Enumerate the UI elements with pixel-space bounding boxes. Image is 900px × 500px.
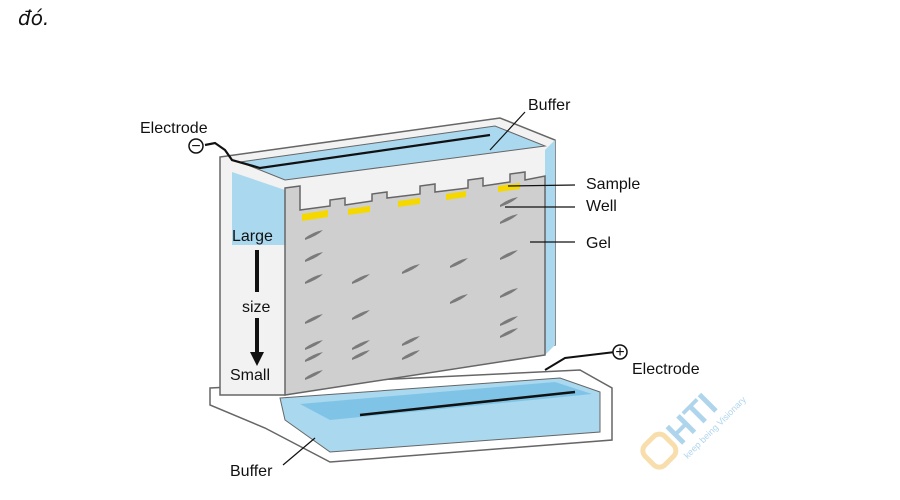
bottom-tray [209,369,613,463]
label-size: size [242,299,271,316]
positive-electrode-icon [612,344,628,360]
sample-wells [302,183,520,221]
positive-lead-wire [544,351,616,371]
label-buffer-bottom: Buffer [230,463,273,480]
size-arrow [250,250,264,366]
label-sample: Sample [586,176,640,193]
label-electrode-negative: Electrode [140,120,208,137]
label-small: Small [230,367,270,384]
minus-sign: − [191,138,200,155]
positive-electrode-wire [359,390,576,417]
label-gel: Gel [586,235,611,252]
label-electrode-positive: Electrode [632,361,700,378]
dna-bands [305,197,518,380]
label-well: Well [586,198,617,215]
plus-sign: + [615,344,624,361]
label-large: Large [232,228,273,245]
negative-electrode-icon [188,138,204,154]
callout-lines [282,111,576,466]
gel-panel [284,171,616,396]
label-buffer-top: Buffer [528,97,571,114]
hti-logo-watermark: HTI keep being Visionary [640,386,748,470]
negative-electrode-wire [204,133,491,170]
caption-text: đó. [18,6,50,30]
